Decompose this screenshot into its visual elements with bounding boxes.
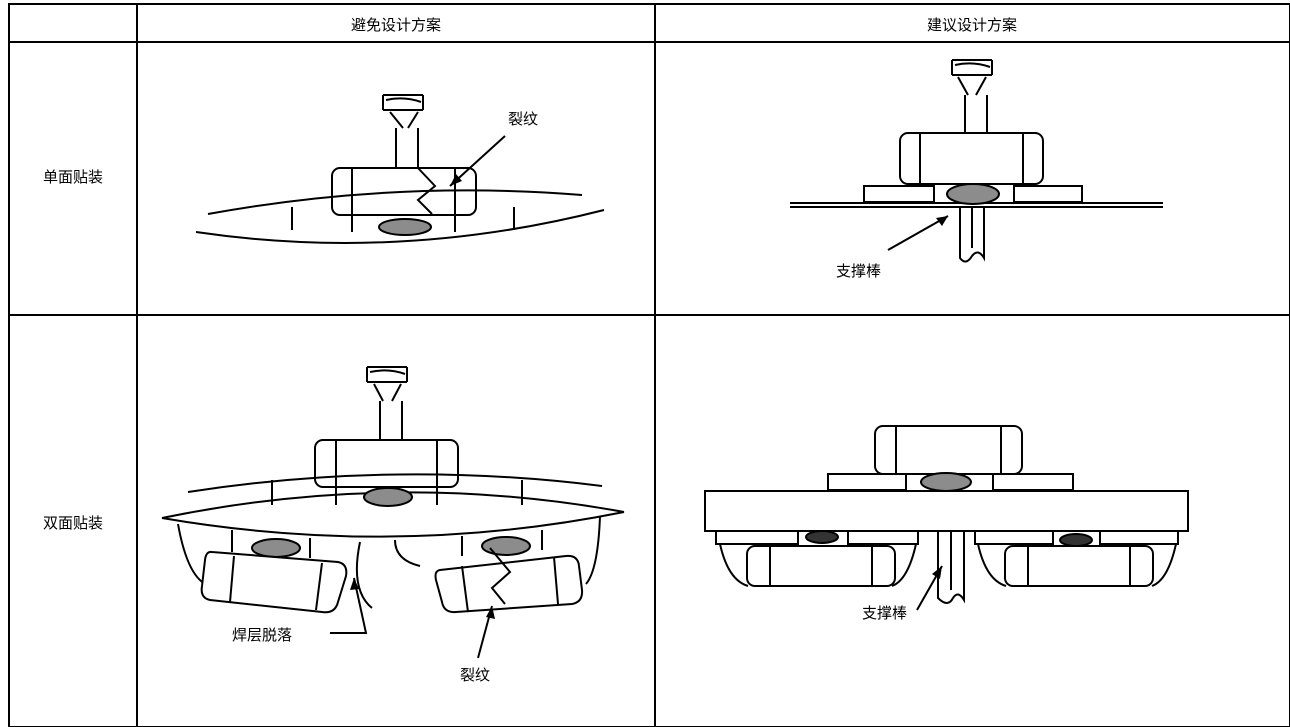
- solder-joint-right: [481, 536, 531, 556]
- figure-double-avoid: 焊层脱落 裂纹: [161, 366, 625, 684]
- header-recommend: 建议设计方案: [927, 16, 1017, 34]
- nozzle: [951, 59, 993, 135]
- figure-double-recommend: 支撑棒: [704, 425, 1189, 622]
- board-bent-bottom: [195, 209, 605, 244]
- solder-joint-top: [363, 487, 413, 507]
- board-bent-top: [207, 189, 583, 215]
- label-solder-peel: 焊层脱落: [232, 626, 292, 644]
- solder-joint: [946, 183, 1000, 205]
- header-avoid: 避免设计方案: [351, 16, 441, 34]
- board-thick: [704, 490, 1189, 532]
- support-rod: [937, 532, 965, 604]
- solder-joint-right: [1059, 533, 1093, 547]
- solder-joint-left: [805, 530, 839, 544]
- figure-single-avoid: 裂纹: [195, 94, 605, 244]
- nozzle: [382, 94, 424, 168]
- solder-joint-top: [920, 472, 972, 492]
- row-label-double: 双面贴装: [43, 514, 103, 532]
- crack-zigzag: [489, 547, 512, 605]
- label-support-rod-2: 支撑棒: [862, 604, 907, 622]
- component-top: [874, 425, 1023, 475]
- figure-single-recommend: 支撑棒: [790, 59, 1163, 280]
- crack-zigzag: [416, 167, 437, 215]
- component-bottom-left: [746, 545, 896, 587]
- label-crack-2: 裂纹: [460, 666, 490, 684]
- support-rod: [959, 208, 985, 263]
- label-crack-1: 裂纹: [508, 110, 538, 128]
- solder-joint-left: [251, 538, 301, 558]
- component-bottom-left: [200, 550, 348, 614]
- table-grid: [8, 3, 1290, 727]
- board-bent-top: [187, 473, 603, 493]
- label-support-rod-1: 支撑棒: [836, 262, 881, 280]
- nozzle: [366, 366, 408, 441]
- solder-joint: [378, 218, 432, 236]
- row-label-single: 单面贴装: [43, 168, 103, 186]
- component-bottom-right: [1004, 545, 1154, 587]
- component: [899, 132, 1044, 185]
- board-bent-bottom: [161, 511, 625, 538]
- component-bottom-right: [434, 554, 584, 614]
